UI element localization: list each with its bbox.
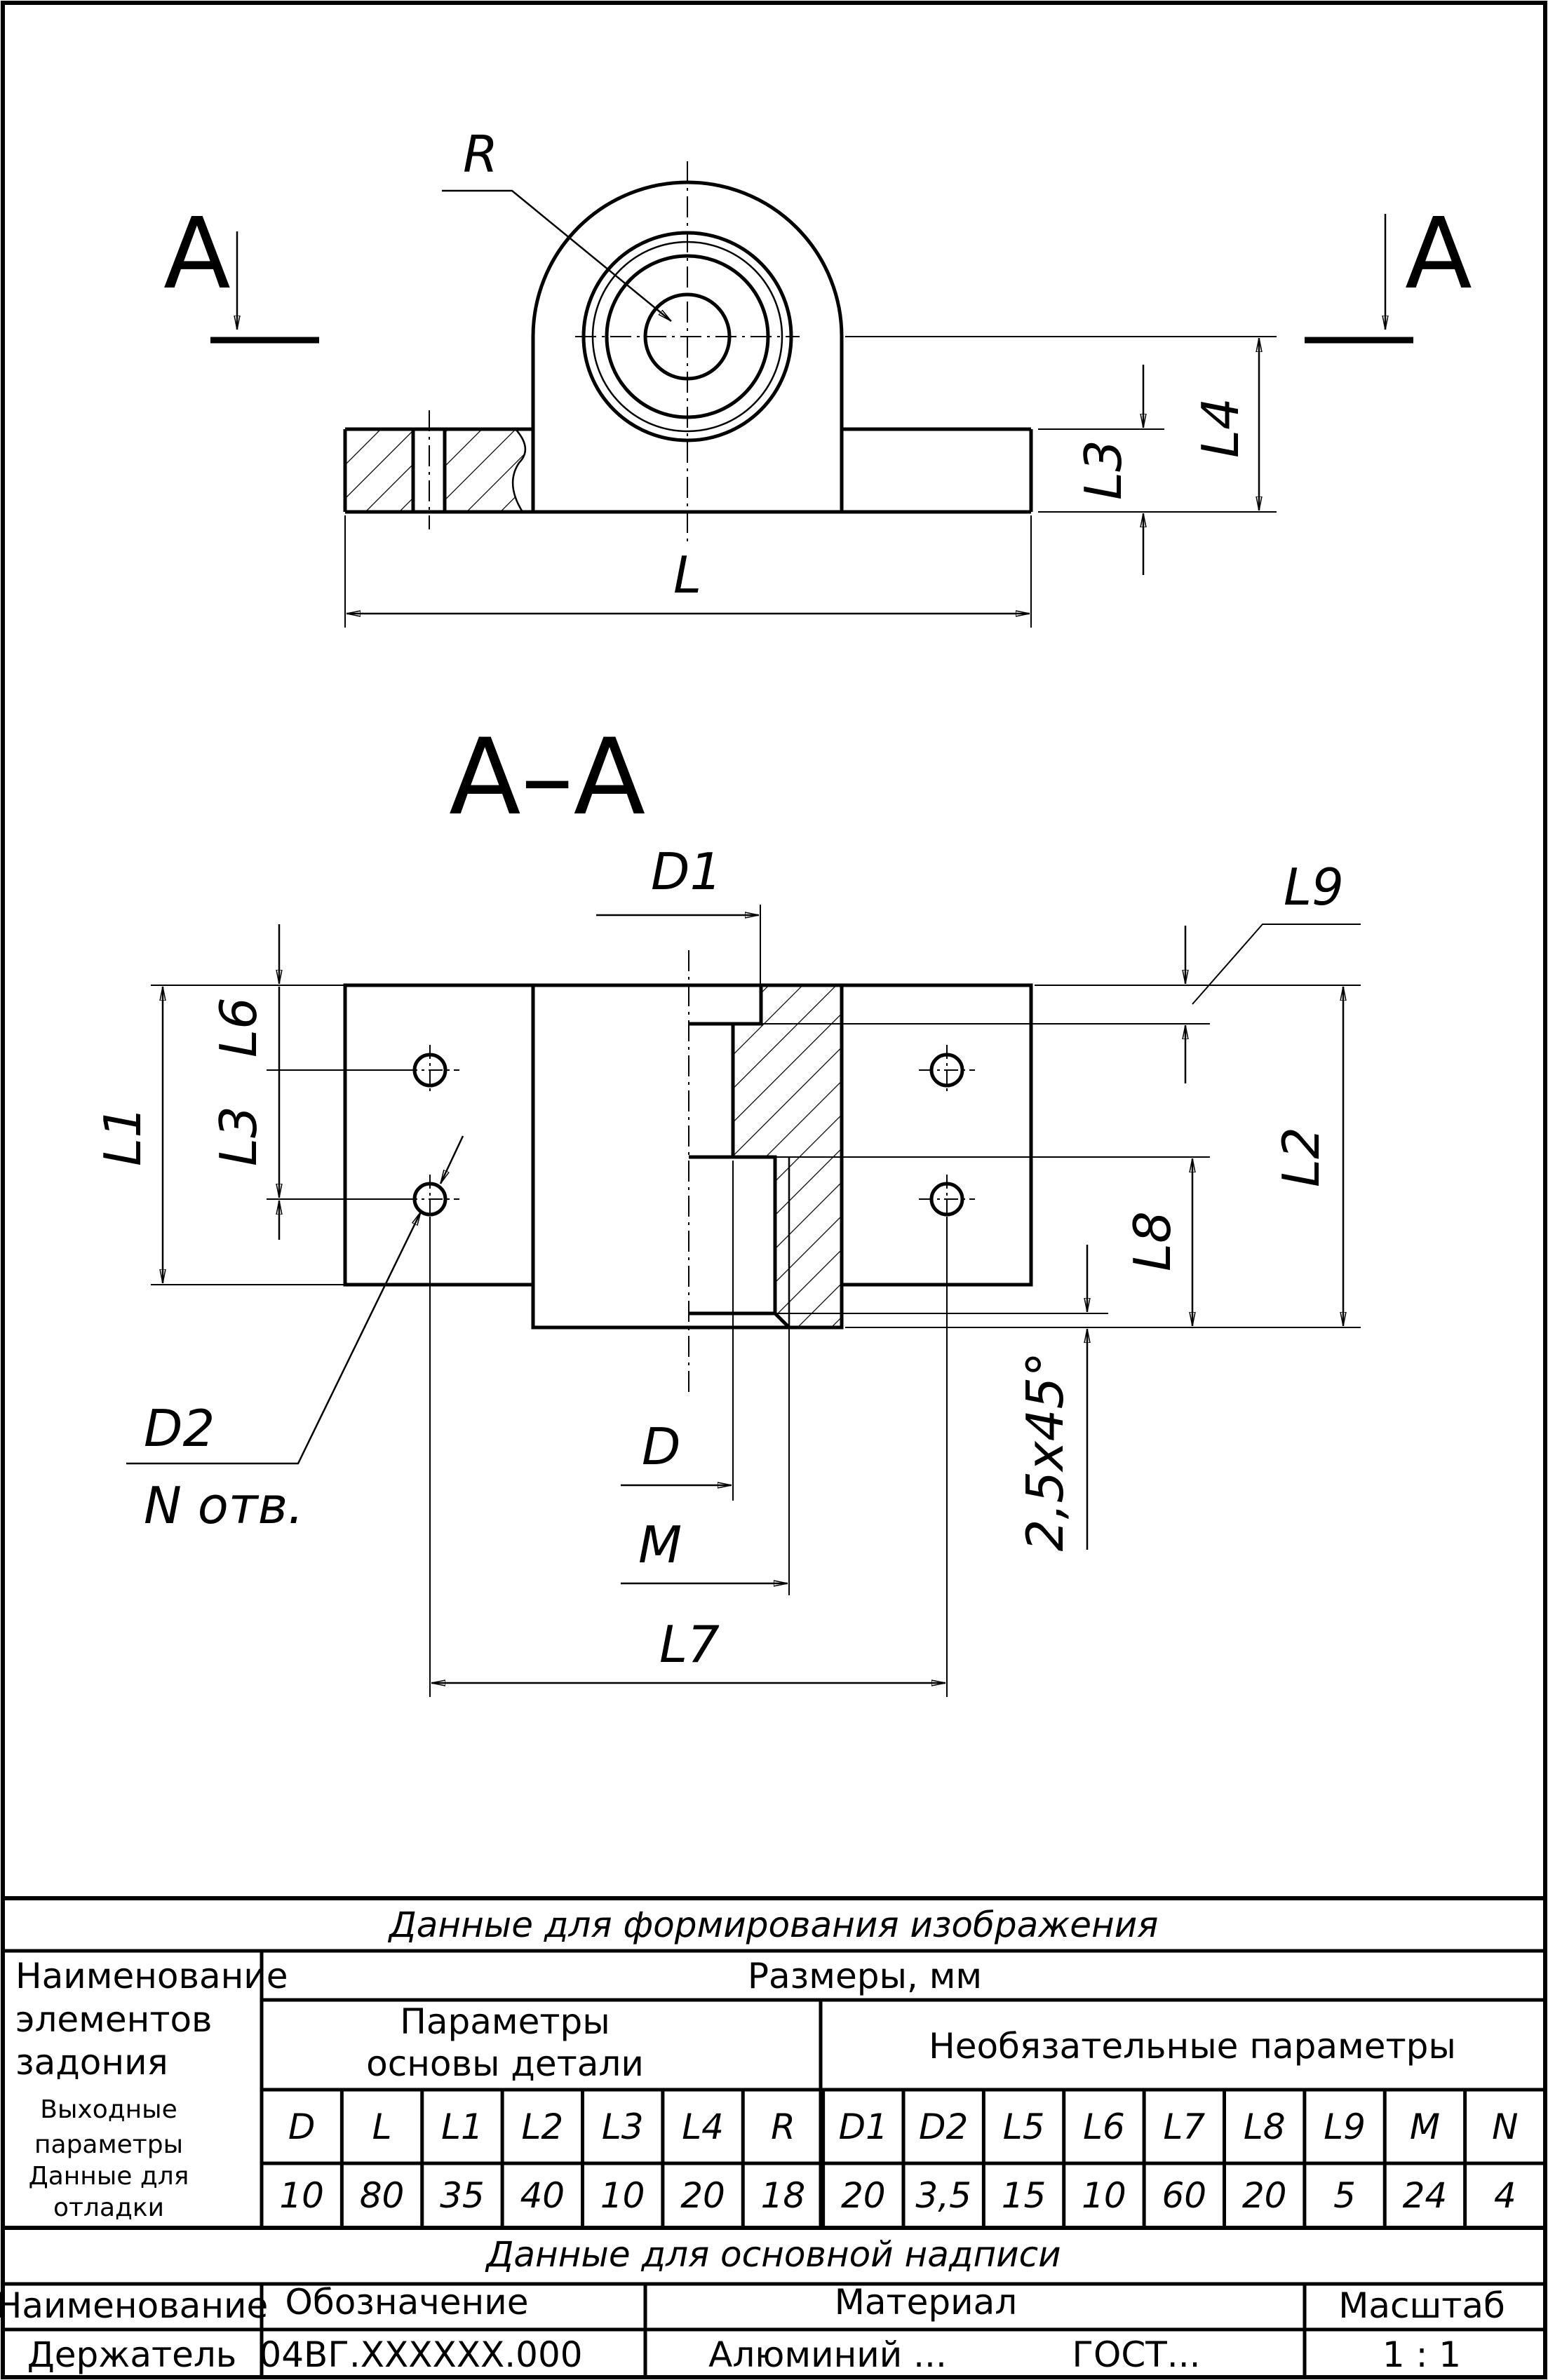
- param-name-d1: D1: [839, 2107, 888, 2147]
- param-value-l1: 35: [440, 2175, 485, 2216]
- param-value-l6: 10: [1082, 2175, 1126, 2216]
- data-table: [3, 1896, 1545, 2377]
- l9-leader: [1192, 924, 1361, 1005]
- part-name: Держатель: [27, 2334, 237, 2375]
- l3-label: L3: [1074, 440, 1133, 500]
- param-value-r: 18: [761, 2175, 806, 2216]
- name-col-line3: задония: [15, 2042, 168, 2083]
- section-title: A–A: [449, 717, 645, 839]
- section-mark-left-label: A: [163, 197, 231, 311]
- title-block-header: Данные для основной надписи: [485, 2234, 1061, 2275]
- data-table-text: Данные для формирования изображения Наим…: [0, 1905, 1519, 2375]
- param-value-d: 10: [279, 2175, 324, 2216]
- section-mark-right-label: A: [1405, 197, 1472, 311]
- d2-label: D2: [144, 1399, 215, 1458]
- param-name-l9: L9: [1324, 2107, 1366, 2147]
- d2-leader-tail: [439, 1135, 464, 1184]
- param-name-l6: L6: [1083, 2107, 1125, 2147]
- param-value-l2: 40: [520, 2175, 565, 2216]
- part-scale: 1 : 1: [1382, 2334, 1461, 2375]
- base-left-break-hatch: [445, 429, 525, 512]
- param-value-n: 4: [1494, 2175, 1516, 2216]
- param-name-r: R: [771, 2107, 795, 2147]
- param-value-m: 24: [1403, 2175, 1448, 2216]
- param-name-l: L: [372, 2107, 392, 2147]
- param-value-l: 80: [360, 2175, 405, 2216]
- param-name-n: N: [1492, 2107, 1518, 2147]
- param-value-l3: 10: [600, 2175, 645, 2216]
- param-name-l5: L5: [1003, 2107, 1045, 2147]
- section-hatch-lower-redraw: [775, 1157, 842, 1327]
- base-left-hatch: [346, 429, 413, 512]
- section-view: [126, 905, 1361, 1697]
- m-label: M: [638, 1515, 682, 1574]
- part-designation: 04ВГ.XXXXXX.000: [259, 2334, 582, 2375]
- param-value-d1: 20: [841, 2175, 886, 2216]
- output-params-l1: Выходные: [40, 2095, 177, 2124]
- param-value-l4: 20: [680, 2175, 725, 2216]
- sizes-label: Размеры, мм: [748, 1956, 982, 1996]
- name-col-line2: элементов: [15, 1999, 213, 2040]
- mount-hole-axes: [403, 1045, 975, 1224]
- d2-leader: [126, 1211, 422, 1465]
- optional-params-label: Необязательные параметры: [929, 2026, 1456, 2067]
- n-holes-label: N отв.: [144, 1476, 304, 1535]
- part-standard: ГОСТ...: [1072, 2334, 1201, 2375]
- top-view-labels: A A R L L3 L4: [163, 125, 1472, 604]
- top-view: [210, 161, 1413, 628]
- param-name-l4: L4: [682, 2107, 724, 2147]
- d1-label: D1: [651, 842, 722, 901]
- col-material-label: Материал: [835, 2282, 1018, 2322]
- name-col-line1: Наименование: [15, 1956, 288, 1996]
- param-value-d2: 3,5: [915, 2175, 971, 2216]
- thread-step: [689, 1155, 790, 1329]
- debug-data-l2: отладки: [53, 2193, 164, 2222]
- l-label: L: [673, 546, 701, 604]
- col-designation-label: Обозначение: [285, 2282, 529, 2322]
- l7-label: L7: [659, 1615, 720, 1674]
- param-name-l7: L7: [1163, 2107, 1205, 2147]
- param-name-l1: L1: [441, 2107, 483, 2147]
- part-material: Алюминий ...: [708, 2334, 947, 2375]
- col-scale-label: Масштаб: [1338, 2285, 1505, 2326]
- param-value-l8: 20: [1242, 2175, 1287, 2216]
- l3-label-section: L3: [209, 1106, 268, 1166]
- output-params-l2: параметры: [34, 2130, 183, 2159]
- param-value-l9: 5: [1333, 2175, 1356, 2216]
- param-name-l8: L8: [1244, 2107, 1286, 2147]
- param-name-d2: D2: [919, 2107, 968, 2147]
- debug-data-l1: Данные для: [29, 2162, 189, 2191]
- chamfer-label: 2,5x45°: [1016, 1352, 1075, 1552]
- l9-label: L9: [1284, 858, 1344, 917]
- param-name-l2: L2: [521, 2107, 563, 2147]
- col-name-label: Наименование: [0, 2285, 268, 2326]
- r-leader: [442, 189, 672, 322]
- param-name-l3: L3: [602, 2107, 644, 2147]
- d-label: D: [642, 1417, 680, 1476]
- param-cells: D 10 L 80 L1 35 L2 40 L3 10 L4 20 R 18 D1 20 D2 3,5 L5 15 L6…: [279, 2107, 1518, 2216]
- r-label: R: [463, 125, 498, 184]
- l2-label: L2: [1272, 1127, 1331, 1187]
- base-break-line: [511, 428, 526, 513]
- l4-label: L4: [1191, 398, 1250, 458]
- param-column-lines: [339, 2090, 1467, 2228]
- base-params-l2: основы детали: [366, 2043, 644, 2084]
- table-header: Данные для формирования изображения: [388, 1905, 1159, 1945]
- param-name-d: D: [288, 2107, 316, 2147]
- param-value-l7: 60: [1162, 2175, 1207, 2216]
- l8-label: L8: [1123, 1211, 1182, 1271]
- param-value-l5: 15: [1002, 2175, 1046, 2216]
- l1-label: L1: [93, 1106, 152, 1166]
- base-params-l1: Параметры: [400, 2001, 610, 2042]
- param-name-m: M: [1410, 2107, 1440, 2147]
- section-hatch-upper-redraw: [733, 985, 842, 1157]
- l6-label: L6: [209, 997, 268, 1057]
- section-view-labels: D1 L9 L6 L3 L1 L2 L8 2,5x45° D2 N отв. D…: [93, 842, 1344, 1674]
